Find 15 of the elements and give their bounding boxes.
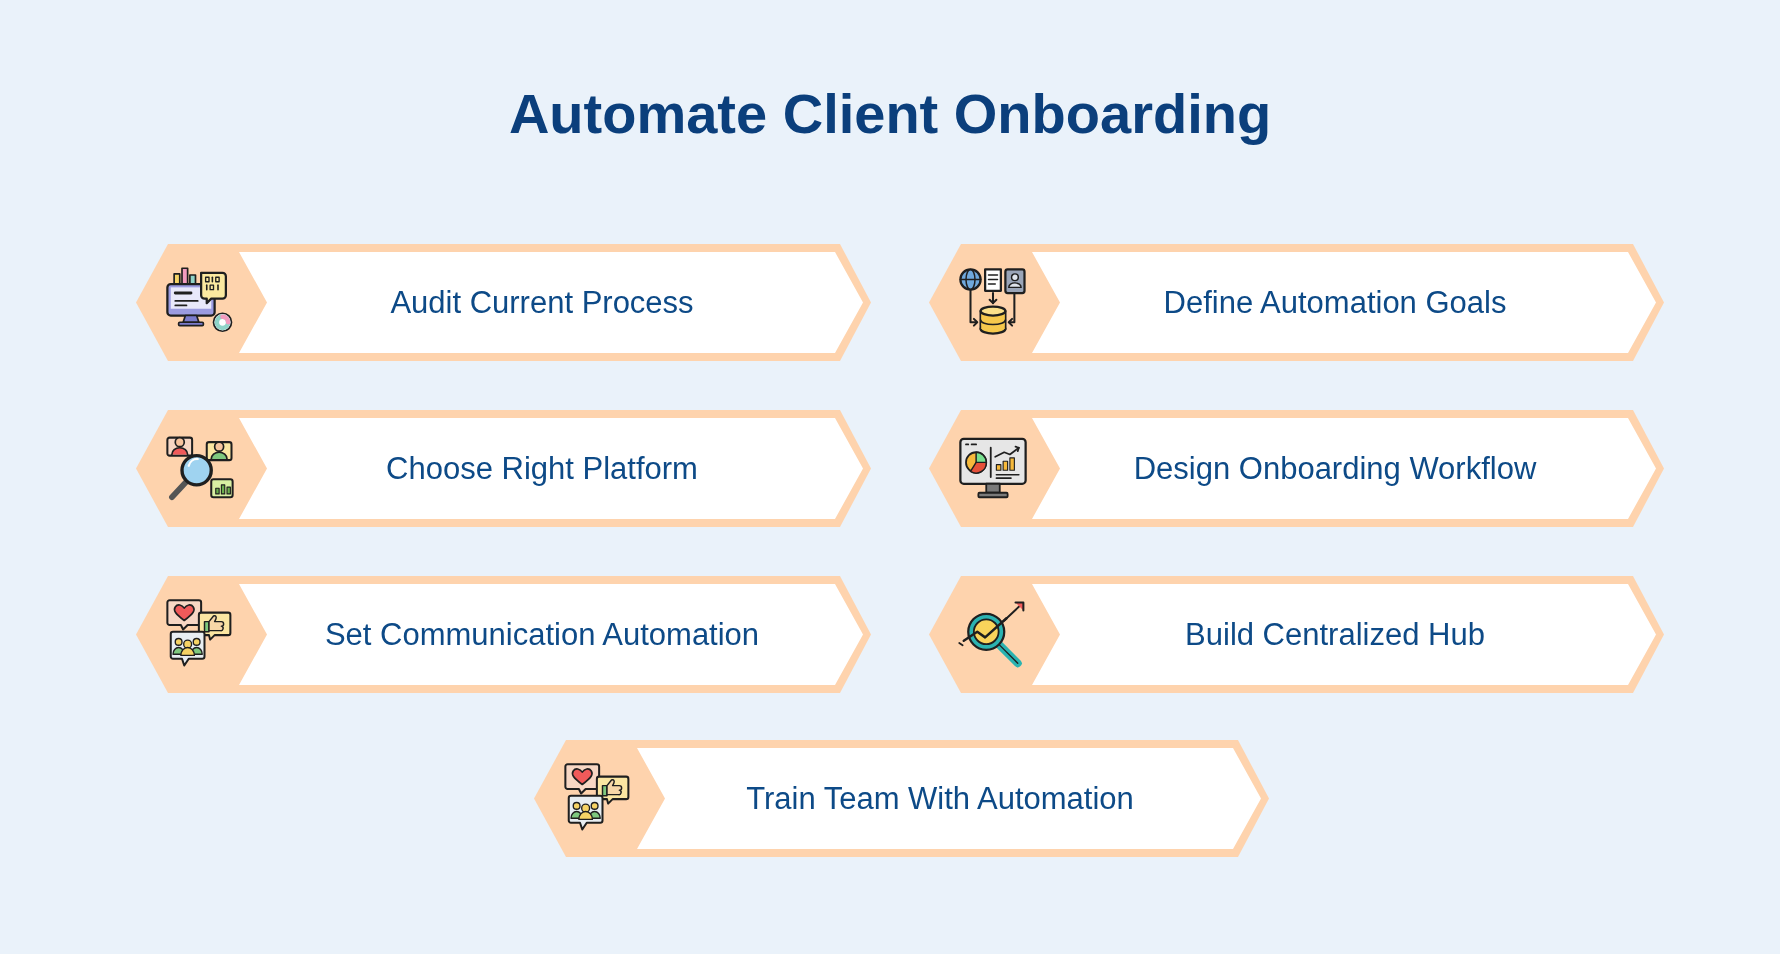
step-label: Choose Right Platform <box>386 449 698 488</box>
step-card <box>136 244 871 361</box>
step-label: Set Communication Automation <box>324 615 760 654</box>
step-label: Audit Current Process <box>390 283 694 322</box>
step-label: Build Centralized Hub <box>1185 615 1485 654</box>
step-label: Define Automation Goals <box>1163 283 1507 322</box>
step-card <box>929 244 1664 361</box>
step-card <box>929 410 1664 527</box>
step-card <box>136 576 871 693</box>
step-card <box>929 576 1664 693</box>
step-card <box>136 410 871 527</box>
step-card <box>534 740 1269 857</box>
title: Automate Client Onboarding <box>508 81 1272 147</box>
step-label: Design Onboarding Workflow <box>1133 449 1537 488</box>
step-label: Train Team With Automation <box>746 779 1134 818</box>
